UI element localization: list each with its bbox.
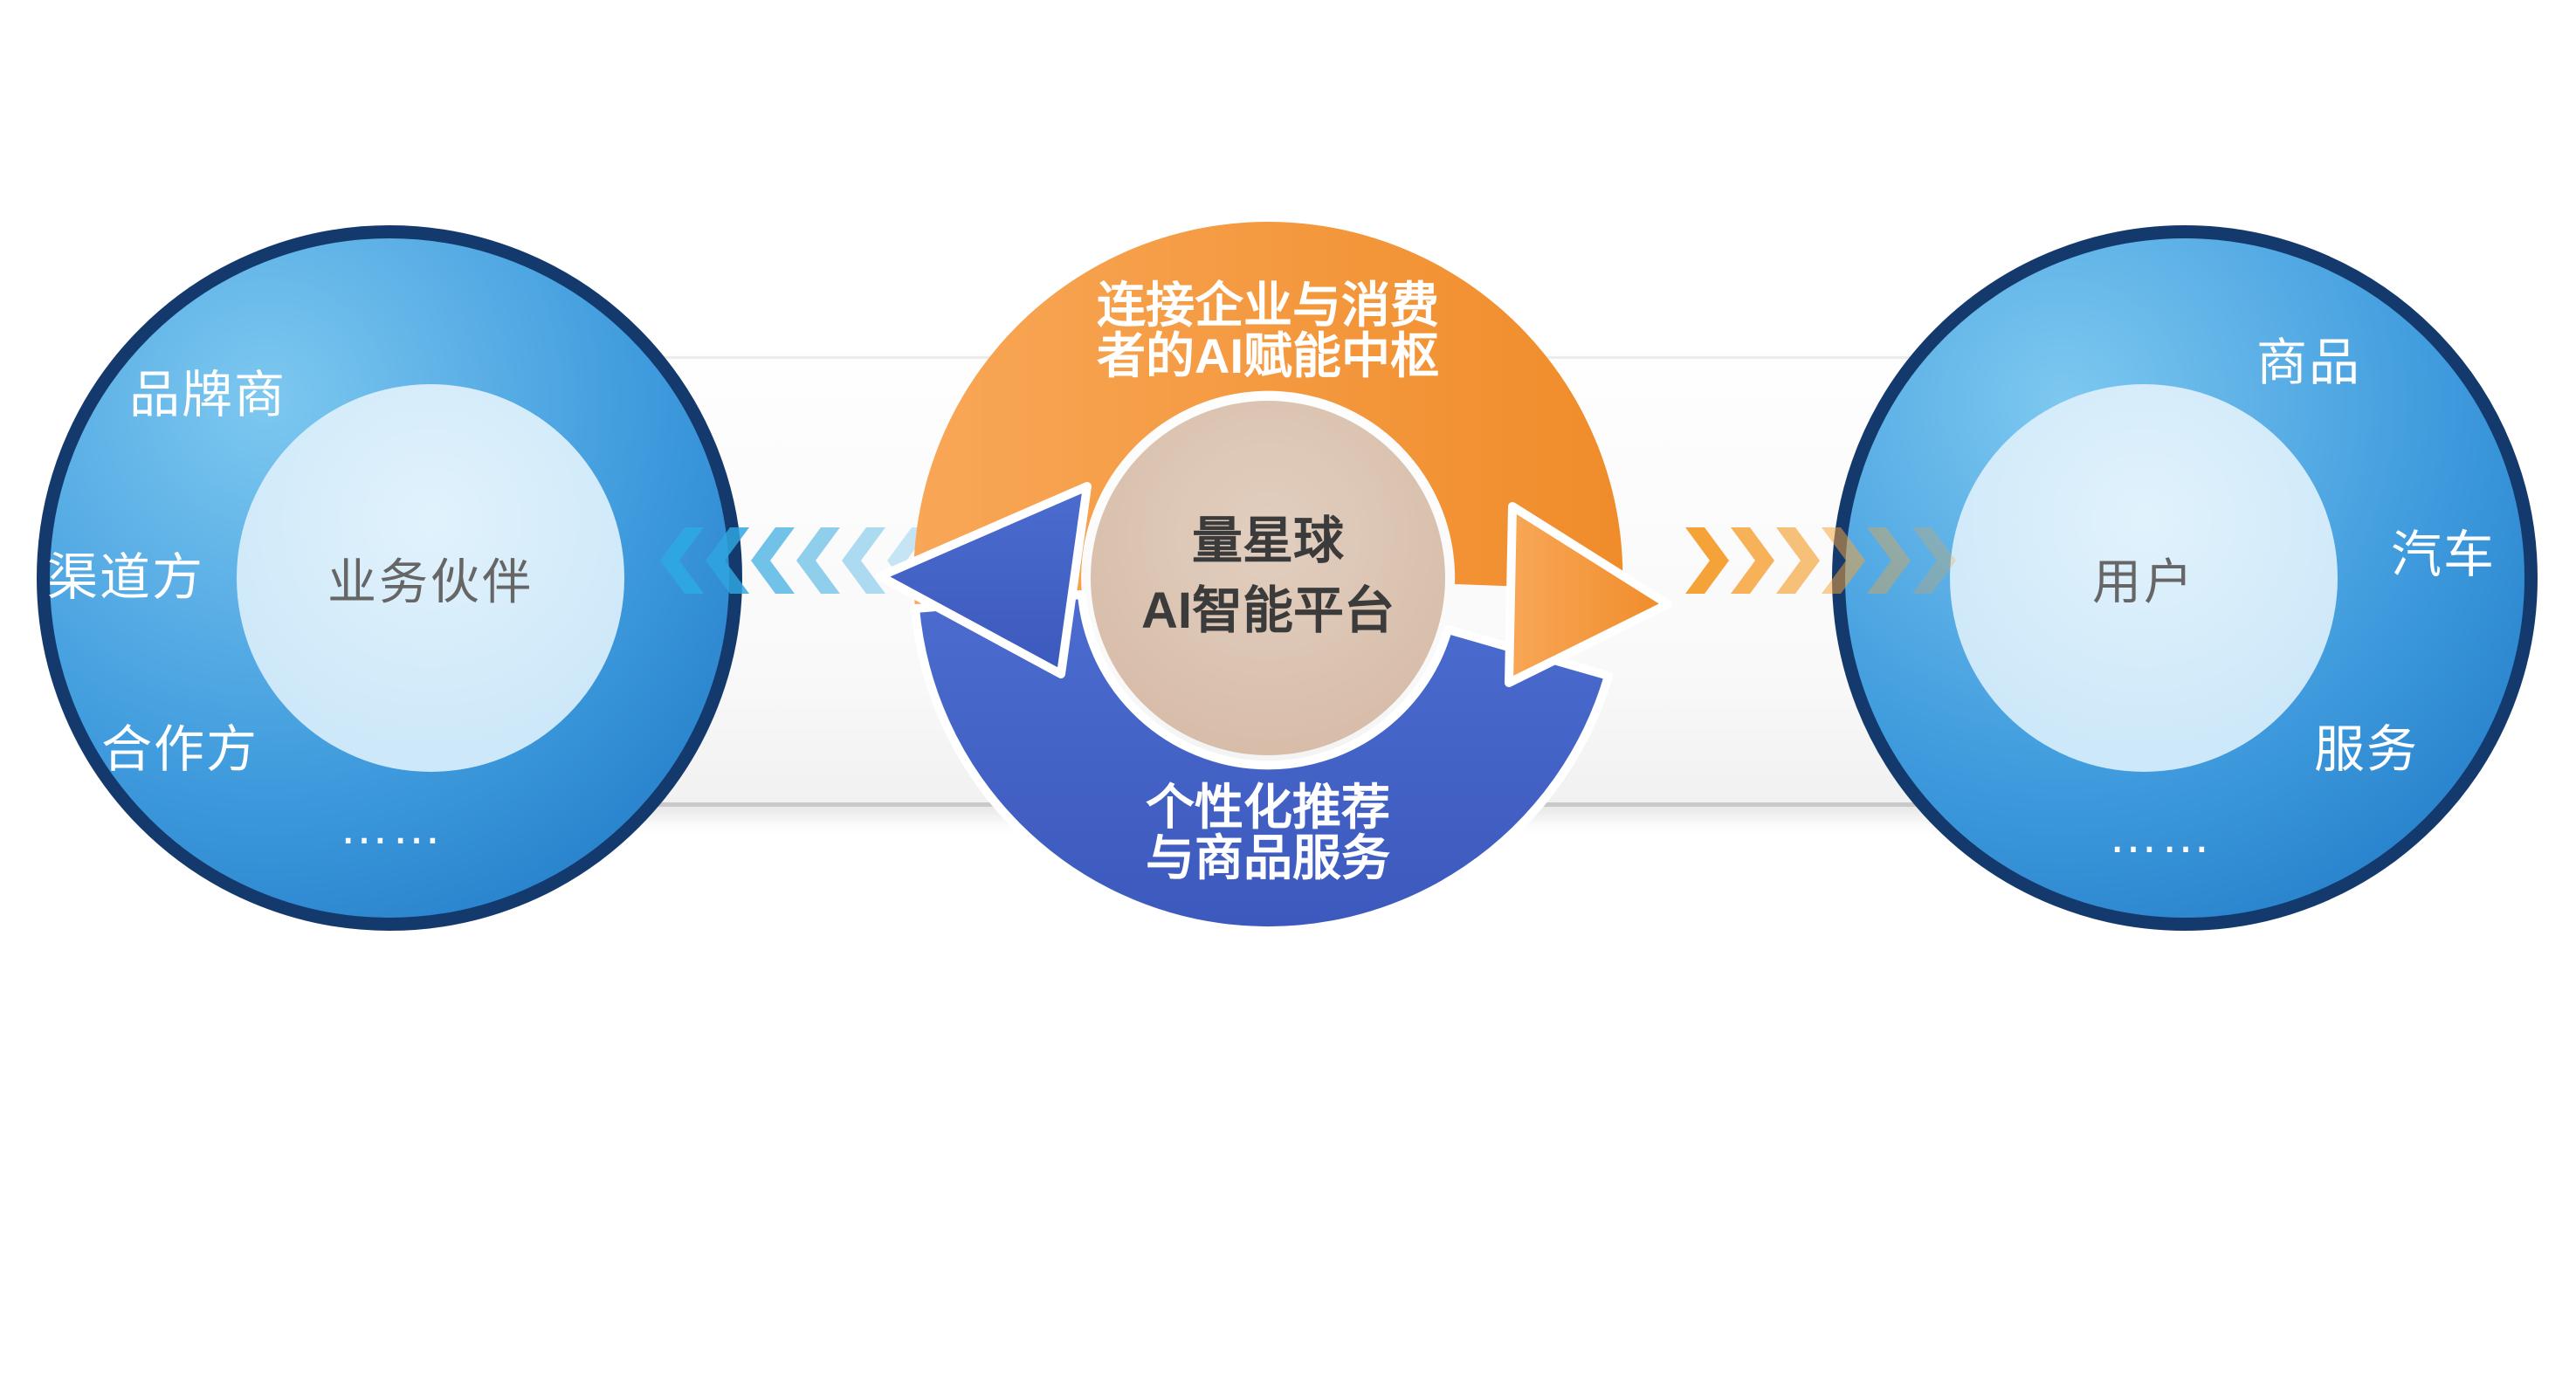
blue-arrowhead-icon <box>876 482 1092 678</box>
right-label-car: 汽车 <box>2391 526 2497 583</box>
right-label-product: 商品 <box>2256 334 2362 391</box>
ai-hub-caption: 连接企业与消费 者的AI赋能中枢 <box>988 280 1547 382</box>
recommendation-caption-line1: 个性化推荐 <box>1146 780 1390 835</box>
left-label-channel: 渠道方 <box>47 549 205 606</box>
left-label-ellipsis: …… <box>339 798 444 855</box>
recommendation-caption: 个性化推荐 与商品服务 <box>1006 782 1530 884</box>
platform-title-line2: AI智能平台 <box>1140 582 1395 639</box>
platform-title: 量星球 AI智能平台 <box>1093 506 1443 646</box>
right-inner-label: 用户 <box>2092 554 2195 609</box>
core-circle <box>1091 401 1445 755</box>
left-inner-circle: 业务伙伴 <box>237 384 624 772</box>
orange-arrowhead-icon <box>1505 502 1672 687</box>
right-label-service: 服务 <box>2314 721 2420 778</box>
ai-platform-cycle-diagram <box>876 222 1672 936</box>
platform-title-line1: 量星球 <box>1191 513 1344 569</box>
ai-hub-caption-line1: 连接企业与消费 <box>1097 278 1439 333</box>
left-flow-chevrons-icon <box>660 527 931 594</box>
blue-arc <box>911 590 1613 936</box>
left-inner-label: 业务伙伴 <box>327 554 534 609</box>
recommendation-caption-line2: 与商品服务 <box>1146 830 1390 885</box>
ai-hub-caption-line2: 者的AI赋能中枢 <box>1097 328 1439 383</box>
left-label-partner: 合作方 <box>101 721 259 778</box>
left-label-brand: 品牌商 <box>129 367 287 423</box>
right-inner-circle: 用户 <box>1950 384 2338 772</box>
right-label-ellipsis: …… <box>2108 807 2213 864</box>
orange-arc <box>913 222 1623 609</box>
right-flow-chevrons-icon <box>1685 527 1956 594</box>
